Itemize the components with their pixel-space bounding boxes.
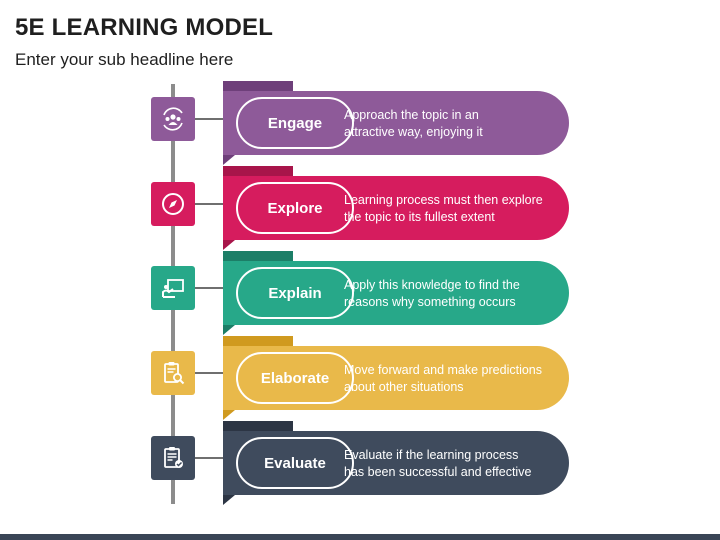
explain-description-line-2: reasons why something occurs [344,295,516,309]
explore-connector [195,203,223,205]
explore-card-tail [223,240,235,250]
elaborate-card: Elaborate Move forward and make predicti… [223,336,569,420]
explain-card-flap [223,251,293,261]
explore-description-line-1: Learning process must then explore [344,193,543,207]
evaluate-card: Evaluate Evaluate if the learning proces… [223,421,569,505]
engage-description-line-2: attractive way, enjoying it [344,125,483,139]
elaborate-connector [195,372,223,374]
explore-label: Explore [236,182,354,234]
elaborate-icon-box [151,351,195,395]
explain-description-line-1: Apply this knowledge to find the [344,278,520,292]
page-subtitle: Enter your sub headline here [15,50,234,69]
explore-icon-box [151,182,195,226]
evaluate-description-line-1: Evaluate if the learning process [344,448,519,462]
explain-label: Explain [236,267,354,319]
engage-icon-box [151,97,195,141]
engage-card-flap [223,81,293,91]
explain-description: Apply this knowledge to find the reasons… [344,277,564,311]
people-cycle-icon [163,107,183,131]
elaborate-description: Move forward and make predictions about … [344,362,564,396]
explore-card: Explore Learning process must then explo… [223,166,569,250]
explore-description-line-2: the topic to its fullest extent [344,210,495,224]
page-title: 5E LEARNING MODEL [15,14,274,41]
explore-card-flap [223,166,293,176]
compass-icon [162,193,184,215]
bottom-bar [0,534,720,540]
engage-description: Approach the topic in an attractive way,… [344,107,564,141]
explain-connector [195,287,223,289]
evaluate-icon-box [151,436,195,480]
presentation-board-icon [162,279,184,298]
clipboard-search-icon [164,362,185,385]
evaluate-connector [195,457,223,459]
explain-card: Explain Apply this knowledge to find the… [223,251,569,335]
elaborate-card-flap [223,336,293,346]
elaborate-description-line-2: about other situations [344,380,464,394]
evaluate-description: Evaluate if the learning process has bee… [344,447,564,481]
clipboard-check-icon [164,447,183,468]
evaluate-card-flap [223,421,293,431]
explain-card-tail [223,325,235,335]
explain-icon-box [151,266,195,310]
engage-connector [195,118,223,120]
elaborate-label: Elaborate [236,352,354,404]
evaluate-label: Evaluate [236,437,354,489]
elaborate-card-tail [223,410,235,420]
engage-description-line-1: Approach the topic in an [344,108,479,122]
explore-description: Learning process must then explore the t… [344,192,564,226]
engage-label: Engage [236,97,354,149]
evaluate-description-line-2: has been successful and effective [344,465,532,479]
engage-card: Engage Approach the topic in an attracti… [223,81,569,165]
elaborate-description-line-1: Move forward and make predictions [344,363,543,377]
engage-card-tail [223,155,235,165]
evaluate-card-tail [223,495,235,505]
